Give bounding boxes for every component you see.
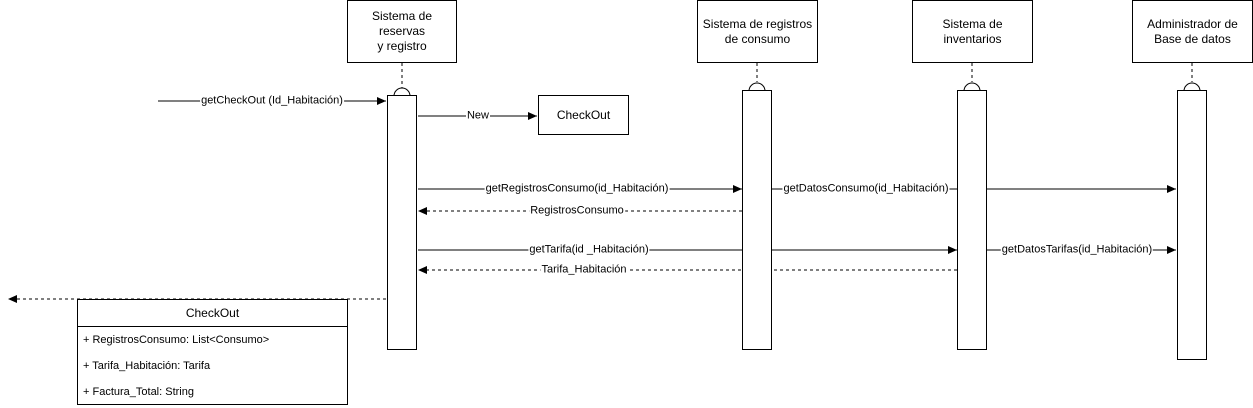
- lifeline-head-consumo[interactable]: Sistema de registros de consumo: [697, 0, 818, 63]
- activation-arc-reservas: [393, 87, 411, 97]
- activation-arc-inventarios: [963, 82, 981, 92]
- activation-reservas[interactable]: [387, 95, 417, 350]
- class-attribute: + Factura_Total: String: [83, 386, 194, 398]
- message-label: getRegistrosConsumo(id_Habitación): [484, 182, 670, 196]
- message-label: RegistrosConsumo: [529, 204, 625, 218]
- lifeline-head-label: Sistema de reservas y registro: [371, 9, 433, 53]
- message-label: New: [465, 109, 491, 123]
- message-label: getTarifa(id _Habitación): [528, 243, 650, 257]
- lifeline-head-label: Administrador de Base de datos: [1147, 16, 1238, 46]
- message-label: Tarifa_Habitación: [540, 263, 628, 277]
- message-label: getDatosTarifas(id_Habitación): [1000, 243, 1154, 257]
- created-object-label: CheckOut: [556, 107, 611, 122]
- lifeline-head-label: Sistema de inventarios: [942, 16, 1003, 46]
- activation-arc-bd: [1183, 82, 1201, 92]
- message-label: getCheckOut (Id_Habitación): [200, 94, 344, 108]
- lifeline-head-reservas[interactable]: Sistema de reservas y registro: [347, 0, 457, 63]
- activation-arc-consumo: [748, 82, 766, 92]
- class-attribute: + RegistrosConsumo: List<Consumo>: [83, 334, 270, 346]
- lifeline-head-inventarios[interactable]: Sistema de inventarios: [912, 0, 1033, 63]
- class-title: CheckOut: [78, 300, 347, 327]
- message-label: getDatosConsumo(id_Habitación): [782, 182, 950, 196]
- activation-consumo[interactable]: [742, 90, 772, 350]
- activation-inventarios[interactable]: [957, 90, 987, 350]
- lifeline-head-label: Sistema de registros de consumo: [702, 16, 813, 46]
- class-box-checkout[interactable]: CheckOut + RegistrosConsumo: List<Consum…: [77, 299, 348, 405]
- activation-bd[interactable]: [1177, 90, 1207, 360]
- created-object-checkout[interactable]: CheckOut: [538, 95, 629, 135]
- class-attribute: + Tarifa_Habitación: Tarifa: [83, 360, 211, 372]
- lifeline-head-bd[interactable]: Administrador de Base de datos: [1132, 0, 1253, 63]
